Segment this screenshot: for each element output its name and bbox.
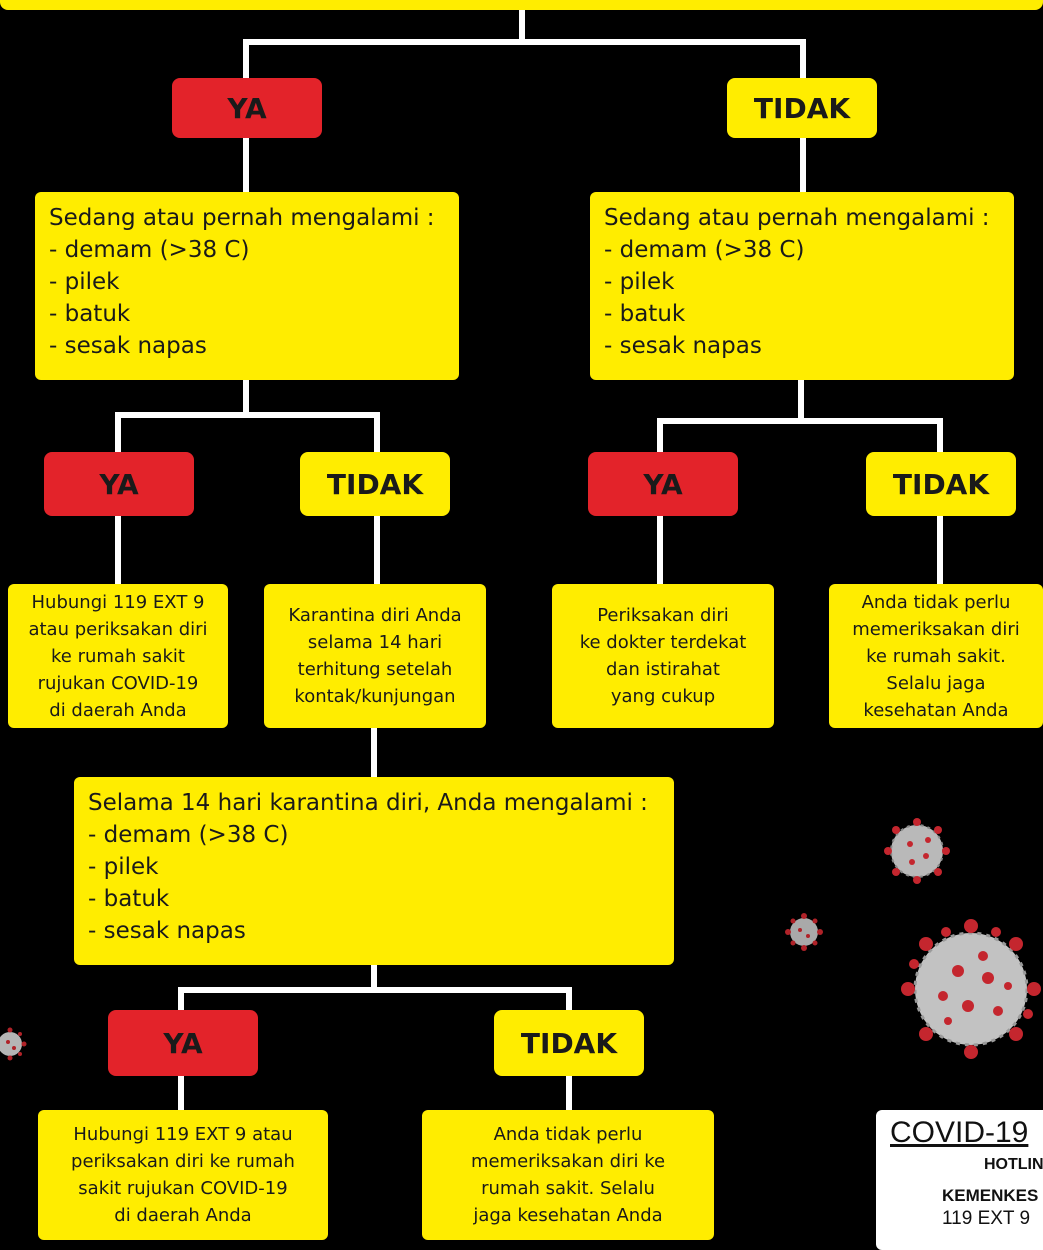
connector-line: [374, 514, 380, 586]
connector-line: [243, 378, 249, 416]
symptom-item: - batuk: [604, 301, 686, 327]
answer-line: Anda tidak perlu: [493, 1124, 643, 1145]
answer-box-karantina: Karantina diri Anda selama 14 hari terhi…: [264, 584, 486, 728]
answer-box-tidak-perlu: Anda tidak perlu memeriksakan diri ke ru…: [829, 584, 1043, 728]
answer-line: ke dokter terdekat: [579, 632, 747, 653]
connector-line: [657, 418, 943, 424]
virus-icon: [785, 913, 823, 951]
answer-line: terhitung setelah: [297, 659, 453, 680]
branch-ya-top: YA: [172, 78, 322, 138]
question-box-left: Sedang atau pernah mengalami : - demam (…: [35, 192, 459, 380]
answer-line: memeriksakan diri ke: [470, 1151, 666, 1172]
connector-line: [519, 10, 525, 44]
hotline-card: COVID-19 HOTLINE KEMENKES RI 119 EXT 9: [876, 1110, 1043, 1250]
answer-line: yang cukup: [610, 686, 716, 707]
connector-line: [178, 987, 184, 1013]
answer-box-hubungi: Hubungi 119 EXT 9 atau periksakan diri k…: [8, 584, 228, 728]
symptom-item: - sesak napas: [88, 918, 246, 944]
answer-line: Periksakan diri: [597, 605, 729, 626]
connector-line: [657, 418, 663, 454]
symptom-item: - pilek: [604, 269, 675, 295]
answer-line: rumah sakit. Selalu: [481, 1178, 655, 1199]
branch-ya-bottom: YA: [108, 1010, 258, 1076]
answer-line: rujukan COVID-19: [37, 672, 199, 694]
branch-ya-left: YA: [44, 452, 194, 516]
connector-line: [115, 412, 380, 418]
question-title: Selama 14 hari karantina diri, Anda meng…: [88, 790, 648, 816]
question-title: Sedang atau pernah mengalami :: [604, 205, 990, 231]
branch-ya-right: YA: [588, 452, 738, 516]
answer-line: jaga kesehatan Anda: [473, 1205, 663, 1226]
connector-line: [800, 136, 806, 196]
connector-line: [937, 418, 943, 454]
answer-line: ke rumah sakit.: [866, 645, 1006, 667]
branch-tidak-bottom: TIDAK: [494, 1010, 644, 1076]
symptom-item: - sesak napas: [49, 333, 207, 359]
question-box-right: Sedang atau pernah mengalami : - demam (…: [590, 192, 1014, 380]
symptom-item: - demam (>38 C): [49, 237, 250, 263]
connector-line: [115, 412, 121, 454]
answer-line: Hubungi 119 EXT 9 atau: [73, 1124, 293, 1145]
answer-line: Anda tidak perlu: [861, 591, 1011, 613]
answer-line: dan istirahat: [606, 659, 720, 680]
answer-line: memeriksakan diri: [852, 618, 1020, 640]
answer-line: di daerah Anda: [49, 699, 187, 721]
question-title: Sedang atau pernah mengalami :: [49, 205, 435, 231]
connector-line: [371, 727, 377, 779]
branch-tidak-right: TIDAK: [866, 452, 1016, 516]
symptom-item: - pilek: [49, 269, 120, 295]
hotline-org: KEMENKES RI: [942, 1186, 1043, 1205]
answer-line: Karantina diri Anda: [288, 605, 462, 626]
answer-line: di daerah Anda: [114, 1205, 252, 1226]
virus-icon: [884, 818, 950, 884]
answer-box-tidak-perlu-bottom: Anda tidak perlu memeriksakan diri ke ru…: [422, 1110, 714, 1240]
hotline-subtitle: HOTLINE: [984, 1156, 1043, 1173]
connector-line: [798, 378, 804, 422]
connector-line: [243, 136, 249, 196]
answer-line: ke rumah sakit: [51, 645, 185, 667]
connector-line: [243, 39, 806, 45]
answer-line: kontak/kunjungan: [294, 686, 456, 707]
answer-line: atau periksakan diri: [28, 618, 208, 640]
answer-line: kesehatan Anda: [863, 699, 1009, 721]
connector-line: [371, 962, 377, 992]
answer-box-periksakan: Periksakan diri ke dokter terdekat dan i…: [552, 584, 774, 728]
connector-line: [374, 412, 380, 454]
connector-line: [178, 1074, 184, 1112]
connector-line: [243, 39, 249, 79]
connector-line: [800, 39, 806, 79]
connector-line: [178, 987, 572, 993]
symptom-item: - sesak napas: [604, 333, 762, 359]
answer-line: Hubungi 119 EXT 9: [31, 591, 205, 613]
connector-line: [657, 514, 663, 586]
symptom-item: - batuk: [49, 301, 131, 327]
hotline-title: COVID-19: [890, 1116, 1029, 1149]
virus-icon: [0, 1027, 27, 1061]
top-banner: [0, 0, 1043, 10]
connector-line: [566, 987, 572, 1013]
symptom-item: - demam (>38 C): [604, 237, 805, 263]
virus-icon: [901, 919, 1041, 1059]
connector-line: [115, 514, 121, 586]
branch-tidak-left: TIDAK: [300, 452, 450, 516]
connector-line: [937, 514, 943, 586]
answer-box-hubungi-bottom: Hubungi 119 EXT 9 atau periksakan diri k…: [38, 1110, 328, 1240]
hotline-number: 119 EXT 9: [942, 1208, 1031, 1229]
answer-line: periksakan diri ke rumah: [71, 1151, 295, 1172]
question-box-quarantine: Selama 14 hari karantina diri, Anda meng…: [74, 777, 674, 965]
symptom-item: - batuk: [88, 886, 170, 912]
connector-line: [566, 1074, 572, 1112]
branch-tidak-top: TIDAK: [727, 78, 877, 138]
answer-line: Selalu jaga: [886, 672, 986, 694]
symptom-item: - pilek: [88, 854, 159, 880]
answer-line: selama 14 hari: [307, 632, 443, 653]
symptom-item: - demam (>38 C): [88, 822, 289, 848]
answer-line: sakit rujukan COVID-19: [78, 1178, 288, 1199]
